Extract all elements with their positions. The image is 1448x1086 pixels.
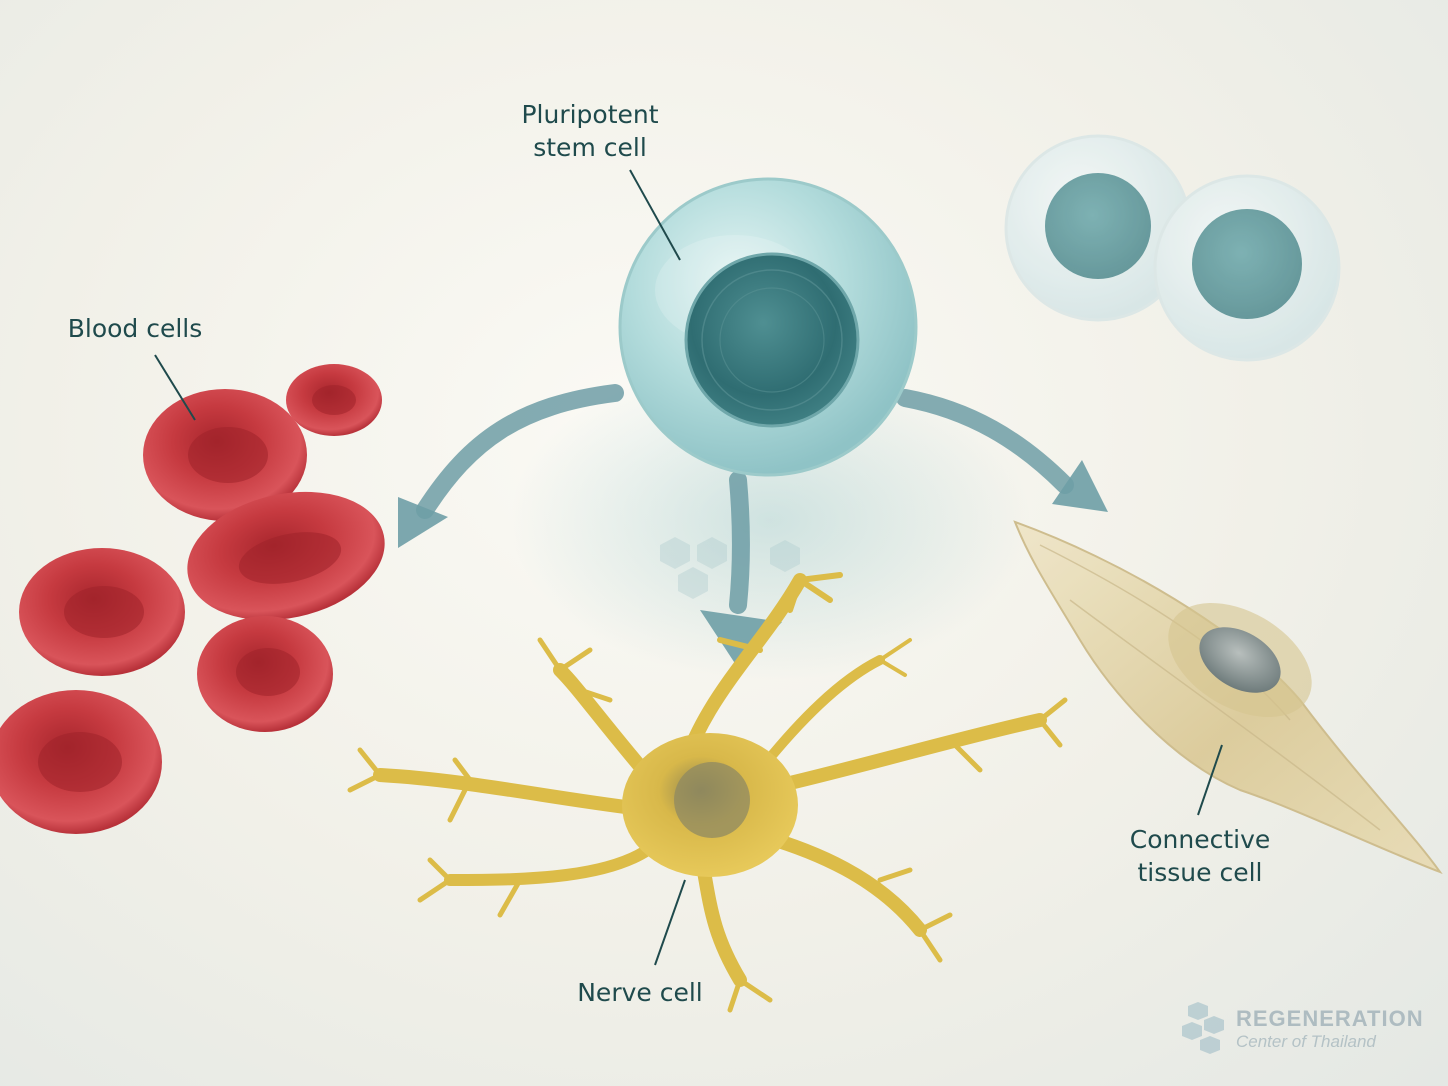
rbc-5 <box>197 616 333 732</box>
label-stem-line-1: Pluripotent <box>521 100 659 129</box>
pluripotent-stem-cell <box>618 177 918 477</box>
label-connective-line-1: Connective <box>1129 825 1271 854</box>
label-connective-tissue-cell: Connective tissue cell <box>1100 823 1300 889</box>
nerve-cell <box>347 572 1068 1013</box>
leader-connective <box>1197 744 1223 816</box>
label-connective-line-2: tissue cell <box>1137 858 1263 887</box>
rbc-3 <box>187 491 385 621</box>
logo-subtitle: Center of Thailand <box>1236 1032 1376 1051</box>
connective-tissue-cell <box>1013 520 1443 875</box>
arrow-to-blood-cells <box>416 384 624 519</box>
rbc-4 <box>19 548 185 676</box>
label-blood-text: Blood cells <box>67 314 203 343</box>
leader-stem <box>629 169 681 261</box>
background-glow <box>510 360 1030 680</box>
logo-title: REGENERATION <box>1236 1006 1424 1031</box>
nerve-cell-nucleus <box>674 762 750 838</box>
hexagon-cluster-icon <box>660 537 800 599</box>
differentiation-arrows <box>416 384 1074 614</box>
leader-nerve <box>654 879 686 966</box>
blood-cells <box>0 364 385 834</box>
arrowhead-connective <box>1052 460 1108 512</box>
label-blood-cells: Blood cells <box>40 312 230 345</box>
rbc-1 <box>286 364 382 436</box>
logo-hexagon-icon <box>1182 1002 1224 1054</box>
label-nerve-cell: Nerve cell <box>545 976 735 1009</box>
stem-cell-nucleus <box>684 252 860 428</box>
leader-blood <box>154 354 196 421</box>
arrow-to-nerve-cell <box>729 471 750 614</box>
rbc-2 <box>143 389 307 521</box>
arrow-to-connective-cell <box>896 389 1074 494</box>
arrowhead-blood <box>398 497 448 548</box>
leader-lines <box>154 169 1223 966</box>
arrowhead-nerve <box>700 610 782 668</box>
rbc-6 <box>0 690 162 834</box>
regeneration-center-logo: REGENERATION Center of Thailand <box>1178 1002 1428 1062</box>
label-nerve-text: Nerve cell <box>577 978 703 1007</box>
label-pluripotent-stem-cell: Pluripotent stem cell <box>490 98 690 164</box>
dividing-stem-cells <box>1004 134 1341 362</box>
connective-cell-nucleus <box>1199 627 1281 693</box>
label-stem-line-2: stem cell <box>533 133 647 162</box>
